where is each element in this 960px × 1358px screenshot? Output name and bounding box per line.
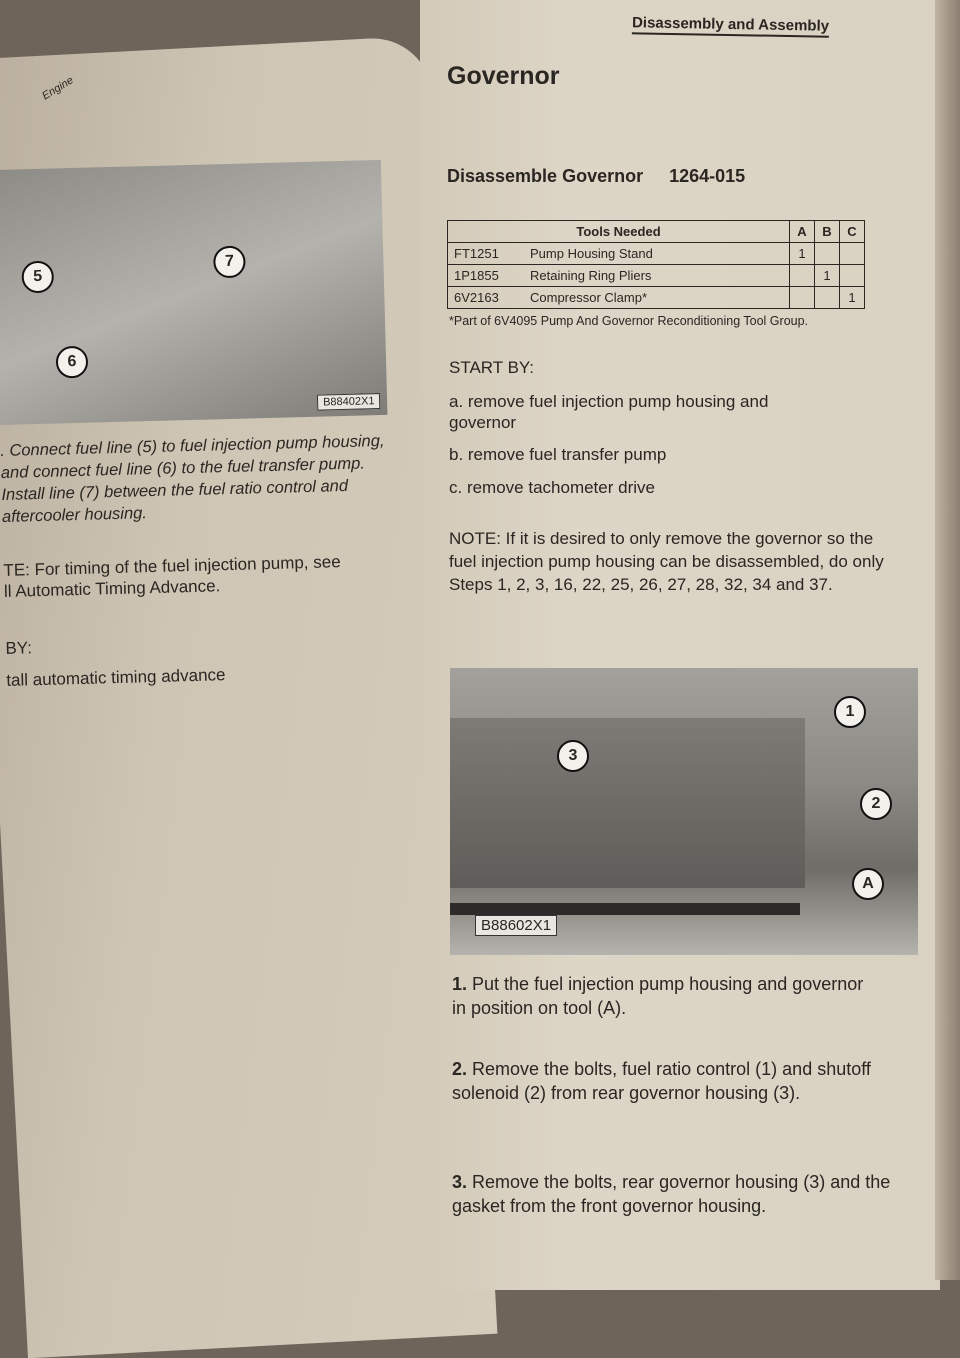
end-item: tall automatic timing advance <box>6 665 226 690</box>
callout-5: 5 <box>21 260 55 294</box>
qty-c <box>839 242 865 265</box>
qty-b: 1 <box>814 264 840 287</box>
part-number: FT1251 <box>447 242 524 265</box>
section-header: Disassembly and Assembly <box>631 14 830 38</box>
table-row: FT1251 Pump Housing Stand 1 <box>447 242 865 265</box>
governor-figure: 1 2 3 A B88602X1 <box>450 668 918 955</box>
step-1: 1. Put the fuel injection pump housing a… <box>452 972 872 1020</box>
table-footnote: *Part of 6V4095 Pump And Governor Recond… <box>449 314 809 328</box>
end-by: BY: <box>5 638 33 658</box>
left-page-content: Engine 5 6 7 B88402X1 . Connect fuel lin… <box>0 0 422 1280</box>
figure-id: B88602X1 <box>475 915 558 936</box>
qty-a: 1 <box>789 242 815 265</box>
procedure-title: Disassemble Governor 1264-015 <box>447 166 745 187</box>
step-number: 3. <box>452 1172 468 1192</box>
engine-figure: 5 6 7 B88402X1 <box>0 159 388 426</box>
step-number: 1. <box>452 974 468 994</box>
right-page <box>420 0 940 1290</box>
step-text: Remove the bolts, rear governor housing … <box>452 1172 891 1216</box>
qty-a <box>789 286 815 309</box>
header-b: B <box>814 220 840 243</box>
qty-a <box>789 264 815 287</box>
header-a: A <box>789 220 815 243</box>
header-tools: Tools Needed <box>447 220 790 243</box>
part-number: 1P1855 <box>447 264 524 287</box>
callout-2: 2 <box>860 788 892 820</box>
callout-a: A <box>852 868 884 900</box>
tool-name: Retaining Ring Pliers <box>524 264 790 287</box>
tools-table: Tools Needed A B C FT1251 Pump Housing S… <box>447 220 865 309</box>
callout-6: 6 <box>55 345 89 379</box>
qty-b <box>814 242 840 265</box>
figure-id: B88402X1 <box>316 393 381 411</box>
qty-c <box>839 264 865 287</box>
note-text: TE: For timing of the fuel injection pum… <box>3 551 341 602</box>
table-row: 1P1855 Retaining Ring Pliers 1 <box>447 264 865 287</box>
procedure-name: Disassemble Governor <box>447 166 644 186</box>
start-item: a. remove fuel injection pump housing an… <box>449 392 769 432</box>
qty-b <box>814 286 840 309</box>
header-c: C <box>839 220 865 243</box>
step-text: Put the fuel injection pump housing and … <box>452 974 864 1018</box>
callout-1: 1 <box>834 696 866 728</box>
table-header-row: Tools Needed A B C <box>447 220 865 243</box>
start-by-label: START BY: <box>449 358 535 377</box>
tool-name: Pump Housing Stand <box>524 242 790 265</box>
start-item: b. remove fuel transfer pump <box>449 445 667 464</box>
step-3: 3. Remove the bolts, rear governor housi… <box>452 1170 927 1218</box>
callout-7: 7 <box>213 245 246 279</box>
step-2: 2. Remove the bolts, fuel ratio control … <box>452 1057 902 1105</box>
step-text: . Connect fuel line (5) to fuel injectio… <box>0 431 385 526</box>
running-head: Engine <box>40 74 76 103</box>
tool-name: Compressor Clamp* <box>524 286 790 309</box>
qty-c: 1 <box>839 286 865 309</box>
callout-3: 3 <box>557 740 589 772</box>
step-number: 2. <box>452 1059 468 1079</box>
start-item: c. remove tachometer drive <box>449 478 655 497</box>
pump-housing-shape <box>450 718 805 888</box>
tool-stand-shape <box>450 903 800 915</box>
table-row: 6V2163 Compressor Clamp* 1 <box>447 286 865 309</box>
procedure-code: 1264-015 <box>669 166 746 186</box>
part-number: 6V2163 <box>447 286 524 309</box>
page-title: Governor <box>447 62 560 90</box>
step-text: Remove the bolts, fuel ratio control (1)… <box>452 1059 871 1103</box>
note-paragraph: NOTE: If it is desired to only remove th… <box>449 529 884 594</box>
page-edges <box>935 0 960 1280</box>
